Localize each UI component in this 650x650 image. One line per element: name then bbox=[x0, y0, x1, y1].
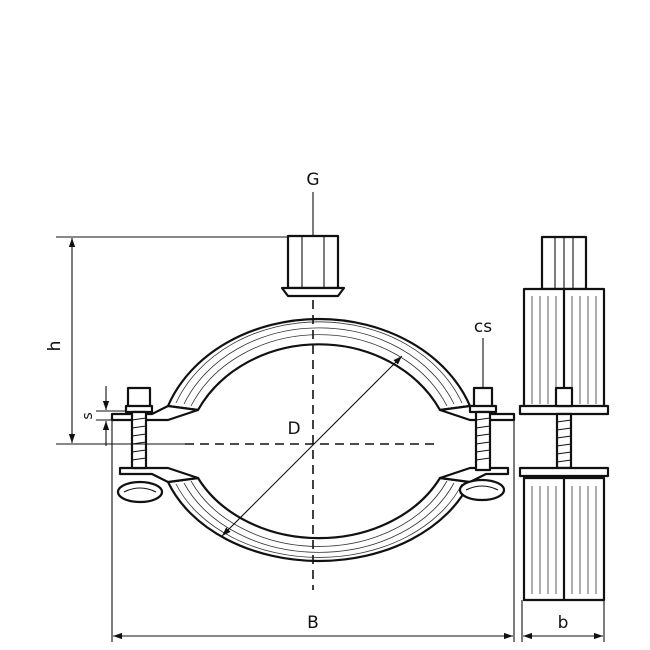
side-lower-block bbox=[518, 466, 610, 602]
side-view bbox=[518, 235, 610, 602]
label-s: s bbox=[80, 412, 96, 419]
diameter-arrow bbox=[221, 355, 403, 537]
label-b-upper: B bbox=[307, 613, 319, 633]
dimensions bbox=[56, 192, 605, 642]
side-screw bbox=[554, 386, 574, 470]
label-g: G bbox=[306, 170, 319, 190]
lower-clamp-shell bbox=[166, 476, 472, 563]
threaded-boss bbox=[280, 234, 346, 298]
side-upper-block bbox=[518, 287, 610, 416]
upper-clamp-shell bbox=[166, 317, 472, 412]
left-ear bbox=[110, 404, 200, 504]
label-b-lower: b bbox=[558, 613, 569, 633]
label-d: D bbox=[287, 419, 300, 439]
front-view bbox=[110, 234, 516, 590]
label-h: h bbox=[45, 341, 65, 352]
right-screw bbox=[468, 386, 498, 472]
left-screw bbox=[124, 386, 154, 470]
label-cs: cs bbox=[474, 317, 492, 337]
